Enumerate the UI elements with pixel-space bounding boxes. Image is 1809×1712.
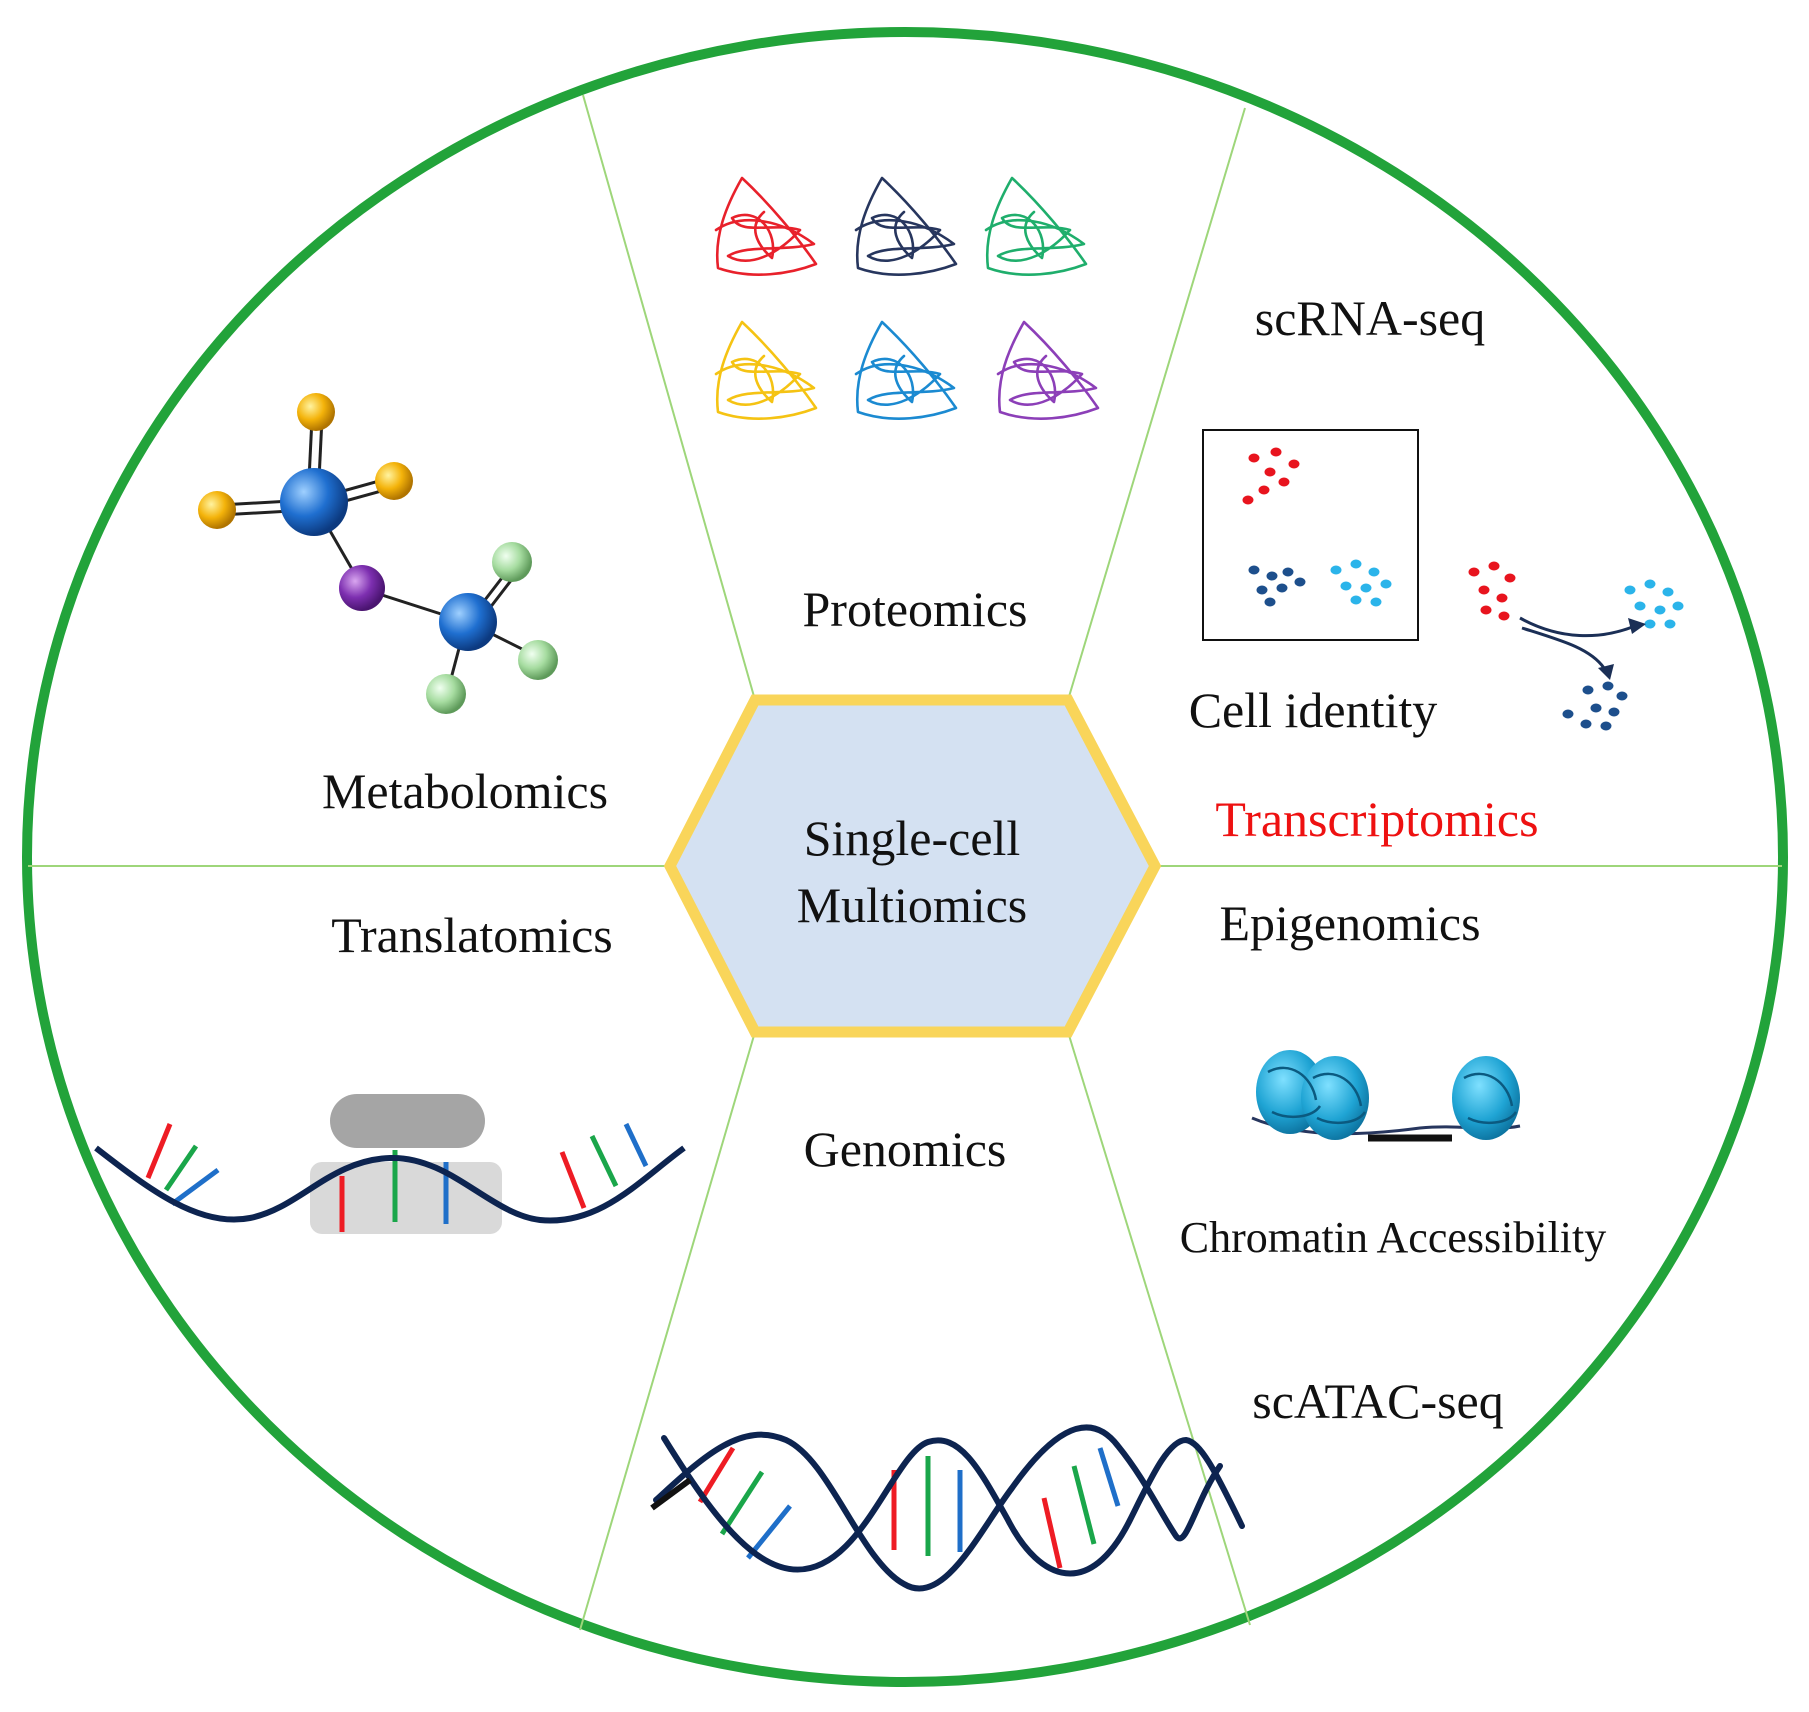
ribosome-translation-icon [94,1094,686,1234]
epigenomics-label: Epigenomics [1219,895,1480,951]
ribosome-large-subunit [330,1094,485,1148]
trajectory-arrow-lower [1521,626,1606,669]
divider-bottom-right [1067,1031,1251,1626]
dna-double-helix-icon [650,1424,1245,1592]
protein-icon [996,320,1100,420]
metabolomics-label: Metabolomics [322,763,608,819]
protein-icon [854,320,958,420]
cell-cluster-plot [1202,429,1419,641]
divider-top-left [582,94,756,701]
proteomics-label: Proteomics [803,581,1028,637]
cluster-dark-blue-dots [1248,565,1306,607]
protein-icon [854,176,958,276]
cell-trajectory [1468,561,1684,731]
translatomics-label: Translatomics [331,907,613,963]
sector-dividers [28,94,1782,1631]
center-title-line2: Multiomics [797,877,1028,933]
protein-icon [714,176,818,276]
protein-icon [714,320,818,420]
cluster-red-dots [1242,447,1300,505]
protein-icon [984,176,1088,276]
transcriptomics-label: Transcriptomics [1215,791,1538,847]
molecule-icon [198,393,558,714]
divider-top-right [1067,107,1246,701]
divider-bottom-left [579,1031,756,1631]
center-hexagon [663,694,1162,1038]
cell-identity-label: Cell identity [1189,682,1438,738]
scrna-seq-label: scRNA-seq [1255,290,1486,346]
nucleosome-icon [1251,1050,1521,1142]
arrowhead-icon [1628,618,1646,634]
mrna-strand [94,1145,686,1224]
chromatin-accessibility-label: Chromatin Accessibility [1180,1213,1607,1262]
trajectory-arrow-upper [1519,616,1636,638]
genomics-label: Genomics [804,1121,1007,1177]
protein-icons [714,176,1100,420]
scatac-seq-label: scATAC-seq [1252,1373,1504,1429]
center-title-line1: Single-cell [804,810,1021,866]
arrowhead-icon [1598,664,1614,680]
cluster-light-blue-dots [1330,559,1392,607]
umap-box [1202,429,1419,641]
